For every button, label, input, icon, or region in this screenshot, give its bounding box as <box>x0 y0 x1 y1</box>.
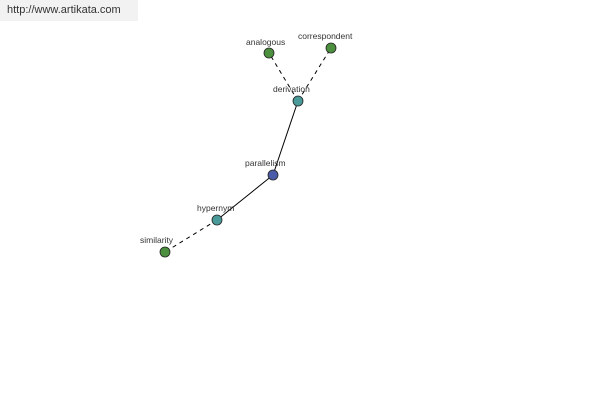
node-analogous[interactable]: analogous <box>246 37 285 59</box>
node-circle-correspondent[interactable] <box>325 42 337 54</box>
node-label-similarity[interactable]: similarity <box>140 235 174 245</box>
node-label-hypernym[interactable]: hypernym <box>197 203 234 213</box>
edge-parallelism-hypernym <box>216 174 274 221</box>
edges-layer <box>164 47 332 253</box>
node-similarity[interactable]: similarity <box>140 235 174 258</box>
nodes-layer: parallelism derivation hypernym analogous co… <box>140 31 353 258</box>
node-circle-similarity[interactable] <box>159 246 171 258</box>
node-circle-derivation[interactable] <box>292 95 304 107</box>
node-parallelism[interactable]: parallelism <box>245 158 286 181</box>
edge-derivation-correspondent <box>297 47 332 102</box>
node-label-derivation[interactable]: derivation <box>273 84 310 94</box>
node-circle-parallelism[interactable] <box>267 169 279 181</box>
edge-hypernym-similarity <box>164 219 218 253</box>
edge-parallelism-derivation <box>272 100 299 176</box>
node-label-parallelism[interactable]: parallelism <box>245 158 286 168</box>
node-correspondent[interactable]: correspondent <box>298 31 353 54</box>
node-hypernym[interactable]: hypernym <box>197 203 234 226</box>
edge-derivation-analogous <box>268 52 299 102</box>
node-label-correspondent[interactable]: correspondent <box>298 31 353 41</box>
node-circle-hypernym[interactable] <box>211 214 223 226</box>
node-label-analogous[interactable]: analogous <box>246 37 285 47</box>
site-url-banner[interactable]: http://www.artikata.com <box>0 0 138 21</box>
node-derivation[interactable]: derivation <box>273 84 310 107</box>
node-circle-analogous[interactable] <box>263 47 275 59</box>
